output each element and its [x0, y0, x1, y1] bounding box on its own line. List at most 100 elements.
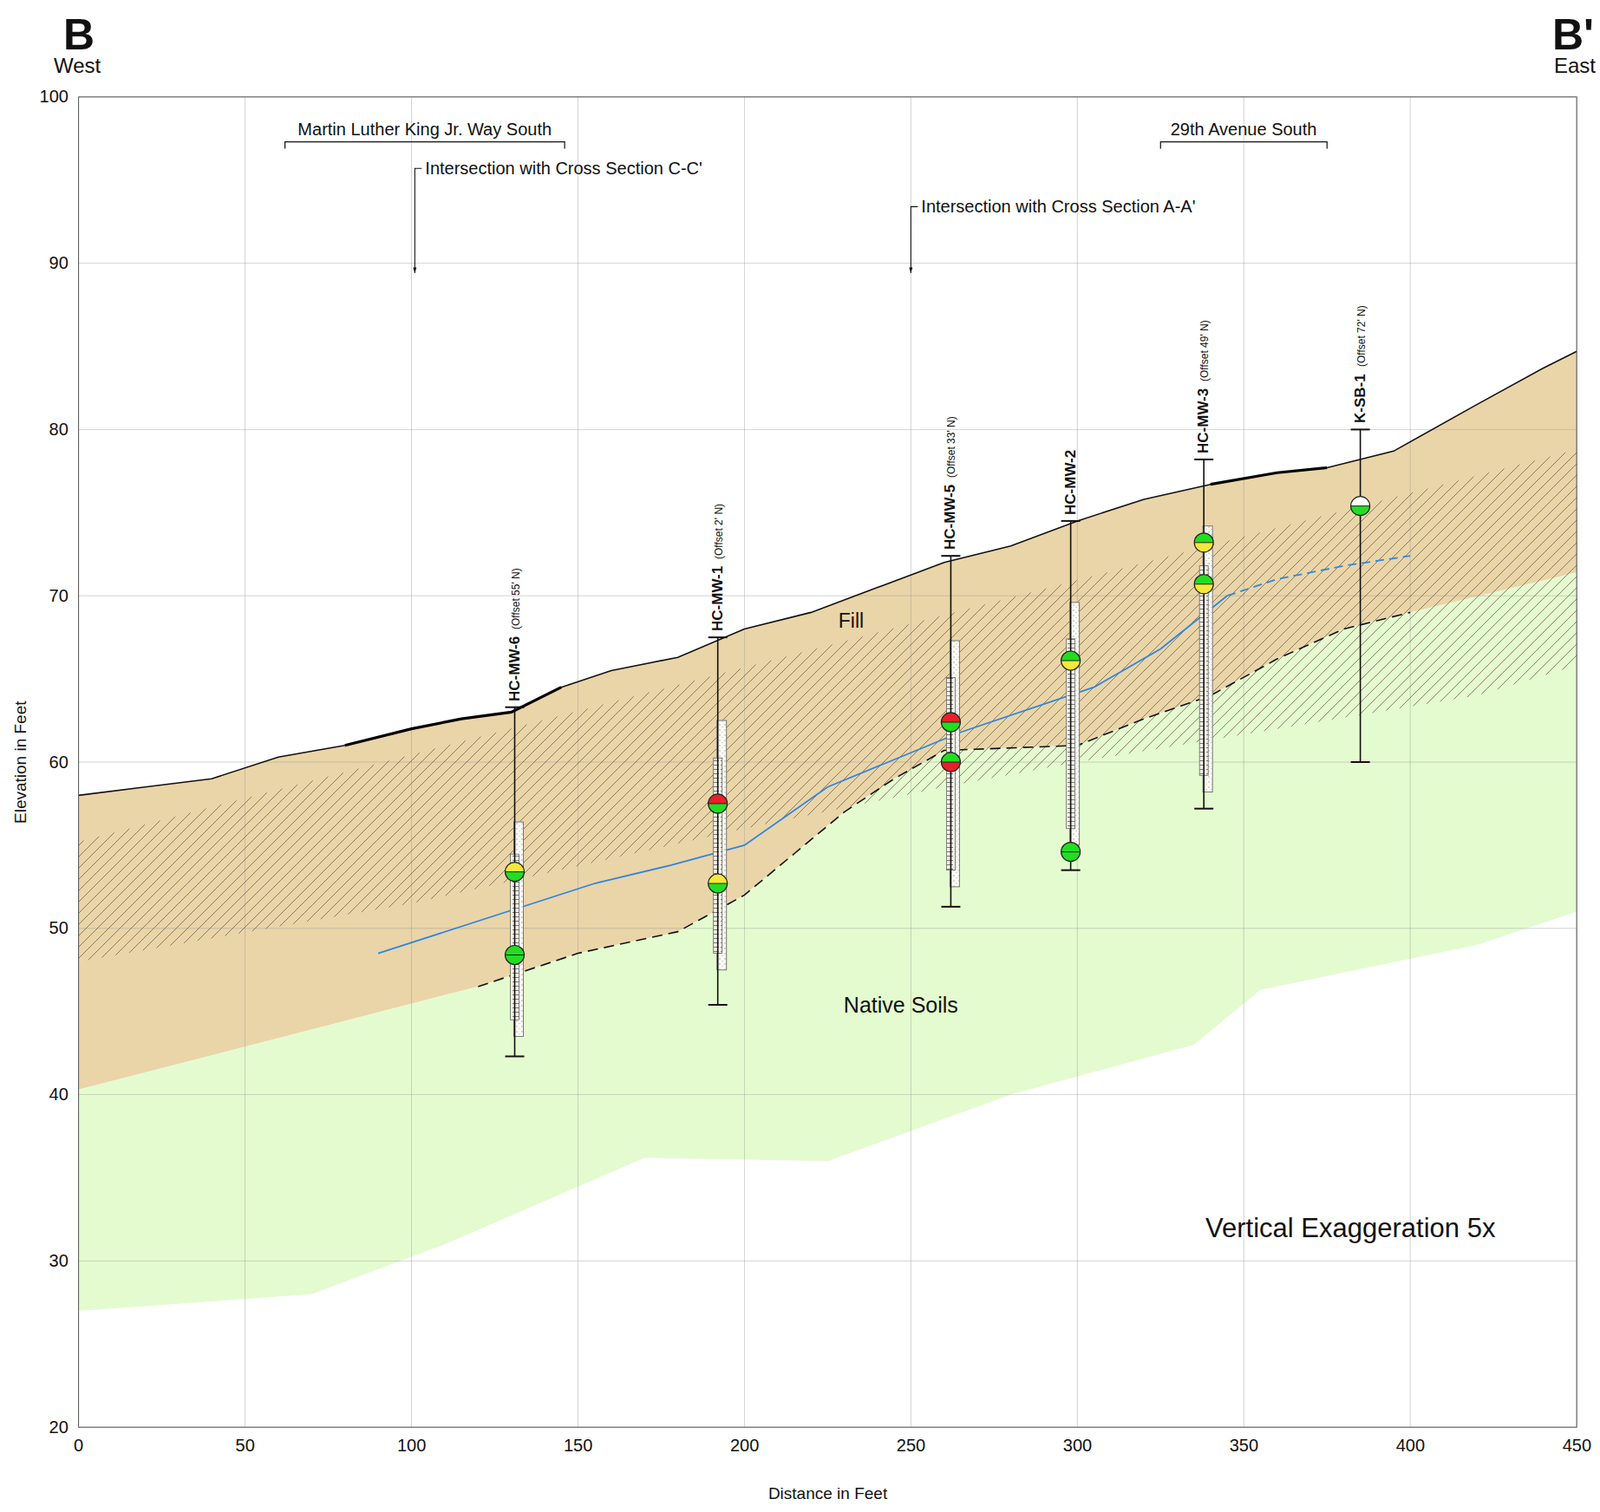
- boring-cap: [1351, 428, 1371, 431]
- boring-cap: [1061, 869, 1081, 872]
- fill-contact: [477, 612, 1411, 987]
- street-label: Martin Luther King Jr. Way South: [297, 119, 552, 140]
- direction-label: West: [53, 53, 101, 79]
- sample-marker: [505, 945, 525, 955]
- x-tick-label: 350: [1229, 1436, 1259, 1457]
- boring-cap: [505, 706, 525, 709]
- well-log: [1194, 459, 1214, 810]
- sample-marker: [1194, 533, 1214, 543]
- sample-marker: [505, 862, 525, 873]
- section-letter: B': [1552, 10, 1594, 61]
- sample-marker: [1061, 651, 1081, 661]
- sample-marker: [1194, 574, 1214, 585]
- ground-surface: [78, 351, 1578, 796]
- street-bracket: [285, 142, 565, 150]
- boring-line: [1070, 521, 1072, 871]
- sample-marker: [1351, 506, 1371, 516]
- street-surface: [345, 687, 562, 746]
- zone-label: Fill: [838, 609, 864, 633]
- zone-label: Native Soils: [843, 992, 959, 1019]
- well-id: HC-MW-5: [941, 484, 960, 550]
- y-tick-label: 80: [49, 419, 69, 440]
- grid: [78, 97, 1578, 1428]
- street-bracket: [1160, 142, 1327, 150]
- boring-line: [717, 637, 719, 1006]
- x-tick-label: 50: [235, 1436, 255, 1457]
- well-log: [1061, 521, 1081, 871]
- y-tick-label: 50: [49, 918, 69, 939]
- sample-outline: [1194, 574, 1214, 595]
- intersection-label: Intersection with Cross Section C-C': [424, 158, 702, 179]
- sample-outline: [1351, 496, 1371, 516]
- grid-line: [78, 1094, 1578, 1096]
- sample-outline: [940, 752, 960, 772]
- sample-marker: [940, 752, 960, 763]
- boring-cap: [940, 555, 960, 557]
- sample-marker: [505, 954, 525, 965]
- x-tick-label: 400: [1396, 1436, 1425, 1457]
- sample-marker: [1061, 660, 1081, 671]
- well-id: HC-MW-2: [1062, 450, 1080, 516]
- well-log: [940, 555, 960, 908]
- x-tick-label: 450: [1562, 1436, 1592, 1457]
- boring-cap: [1194, 808, 1214, 810]
- x-tick-label: 300: [1063, 1436, 1092, 1457]
- sample-outline: [505, 862, 525, 882]
- well-id: HC-MW-1: [709, 566, 727, 632]
- street-surface: [1210, 468, 1327, 485]
- sample-divider: [1194, 542, 1214, 543]
- grid-line: [78, 262, 1578, 264]
- boring-cap: [1194, 458, 1214, 461]
- groundwater-inferred: [1227, 555, 1411, 596]
- y-tick-label: 70: [49, 586, 69, 607]
- sample-divider: [505, 871, 525, 873]
- sample-outline: [1194, 533, 1214, 553]
- boring-cap: [1061, 520, 1081, 523]
- sample-divider: [940, 762, 960, 764]
- sample-marker: [708, 803, 728, 814]
- sample-outline: [708, 874, 728, 894]
- y-tick-label: 100: [39, 86, 69, 107]
- well-offset: (Offset 72' N): [1356, 306, 1369, 368]
- x-tick-label: 150: [563, 1436, 593, 1457]
- plot-frame: [78, 97, 1578, 1428]
- boring-line: [1359, 429, 1362, 763]
- sample-divider: [1351, 505, 1371, 507]
- sample-marker: [708, 883, 728, 894]
- sample-marker: [1351, 496, 1371, 507]
- section-graphics: [78, 97, 1578, 1428]
- sample-marker: [940, 712, 960, 723]
- sample-marker: [708, 874, 728, 884]
- sample-marker: [1194, 542, 1214, 553]
- y-tick-label: 30: [49, 1251, 69, 1272]
- section-letter: B: [63, 10, 95, 61]
- boring-cap: [505, 1055, 525, 1058]
- sample-marker: [708, 794, 728, 804]
- sample-outline: [940, 712, 960, 732]
- x-tick-label: 200: [730, 1436, 759, 1457]
- sample-marker: [1061, 852, 1081, 863]
- y-tick-label: 20: [49, 1417, 69, 1438]
- groundwater-line: [378, 595, 1228, 954]
- well-log: [1351, 429, 1371, 763]
- grid-line: [78, 429, 1578, 431]
- well-id: K-SB-1: [1351, 374, 1370, 425]
- street-label: 29th Avenue South: [1170, 119, 1318, 140]
- grid-line: [78, 927, 1578, 929]
- intersection-arrow: [910, 206, 918, 274]
- sample-divider: [505, 954, 525, 956]
- sample-marker: [940, 762, 960, 772]
- sample-marker: [1061, 842, 1081, 853]
- x-tick-label: 0: [73, 1436, 84, 1457]
- grid-line: [78, 1260, 1578, 1262]
- sample-outline: [505, 945, 525, 965]
- hatched-zone: [78, 449, 1578, 962]
- x-tick-label: 100: [397, 1436, 426, 1457]
- well-offset: (Offset 2' N): [713, 503, 726, 560]
- sample-outline: [708, 794, 728, 814]
- exaggeration-note: Vertical Exaggeration 5x: [1205, 1213, 1496, 1245]
- x-tick-label: 250: [896, 1436, 926, 1457]
- sample-divider: [708, 883, 728, 885]
- axis-title: Distance in Feet: [768, 1484, 888, 1504]
